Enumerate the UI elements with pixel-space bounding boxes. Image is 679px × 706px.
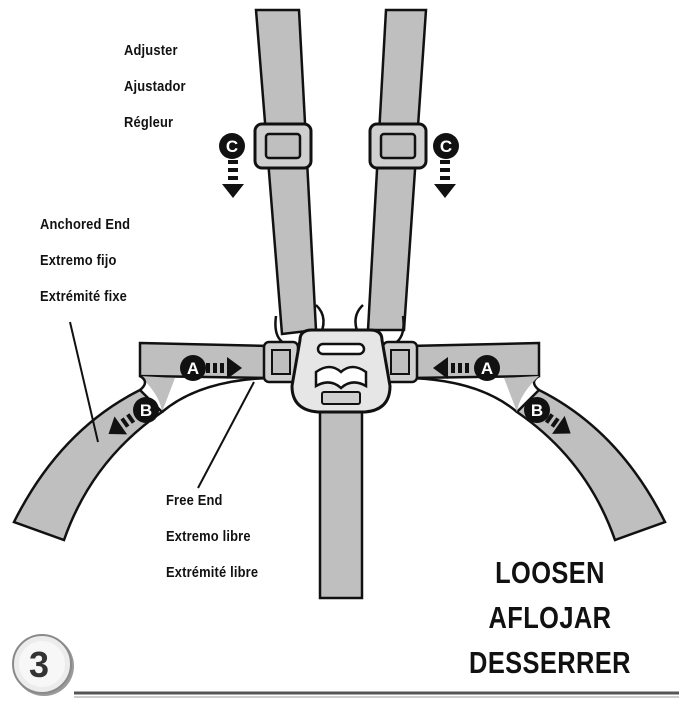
marker-c-left-arrow <box>222 160 244 198</box>
left-waist-curve <box>140 376 175 412</box>
marker-c-right-arrow <box>434 160 456 198</box>
marker-b-right: B <box>524 397 550 423</box>
anchored-end-label-en: Anchored End <box>40 216 131 233</box>
action-title-es: AFLOJAR <box>488 600 612 635</box>
right-shoulder-strap <box>366 8 428 332</box>
free-end-leader <box>197 381 255 489</box>
adjuster-label-en: Adjuster <box>124 42 178 59</box>
marker-b-right-arrow <box>544 413 571 434</box>
step-number: 3 <box>28 644 50 685</box>
free-end-label-es: Extremo libre <box>166 528 251 545</box>
marker-c-left: C <box>219 133 245 159</box>
marker-b-left-arrow <box>108 413 136 435</box>
left-shoulder-strap <box>254 8 318 336</box>
svg-text:A: A <box>187 359 199 378</box>
action-title-fr: DESSERRER <box>469 645 631 680</box>
marker-a-left: A <box>180 355 206 381</box>
center-buckle <box>290 328 392 414</box>
action-title-en: LOOSEN <box>495 555 605 590</box>
anchored-end-label-es: Extremo fijo <box>40 252 117 269</box>
right-waist-strap <box>407 341 541 380</box>
left-adjuster <box>253 122 313 170</box>
svg-text:C: C <box>226 137 238 156</box>
svg-text:C: C <box>440 137 452 156</box>
svg-text:B: B <box>140 401 152 420</box>
step-badge <box>12 634 74 696</box>
right-adjuster <box>368 122 428 170</box>
anchored-end-leader <box>69 321 99 443</box>
marker-a-right: A <box>474 355 500 381</box>
free-end-label-en: Free End <box>166 492 223 509</box>
crotch-strap <box>318 406 364 600</box>
adjuster-label-fr: Régleur <box>124 114 174 131</box>
svg-text:B: B <box>531 401 543 420</box>
marker-b-left: B <box>133 397 159 423</box>
anchored-end-label-fr: Extrémité fixe <box>40 288 128 305</box>
marker-c-right: C <box>433 133 459 159</box>
marker-a-right-arrow <box>433 357 469 379</box>
adjuster-label-es: Ajustador <box>124 78 186 95</box>
marker-a-left-arrow <box>206 357 242 379</box>
free-end-label-fr: Extrémité libre <box>166 564 259 581</box>
svg-text:A: A <box>481 359 493 378</box>
